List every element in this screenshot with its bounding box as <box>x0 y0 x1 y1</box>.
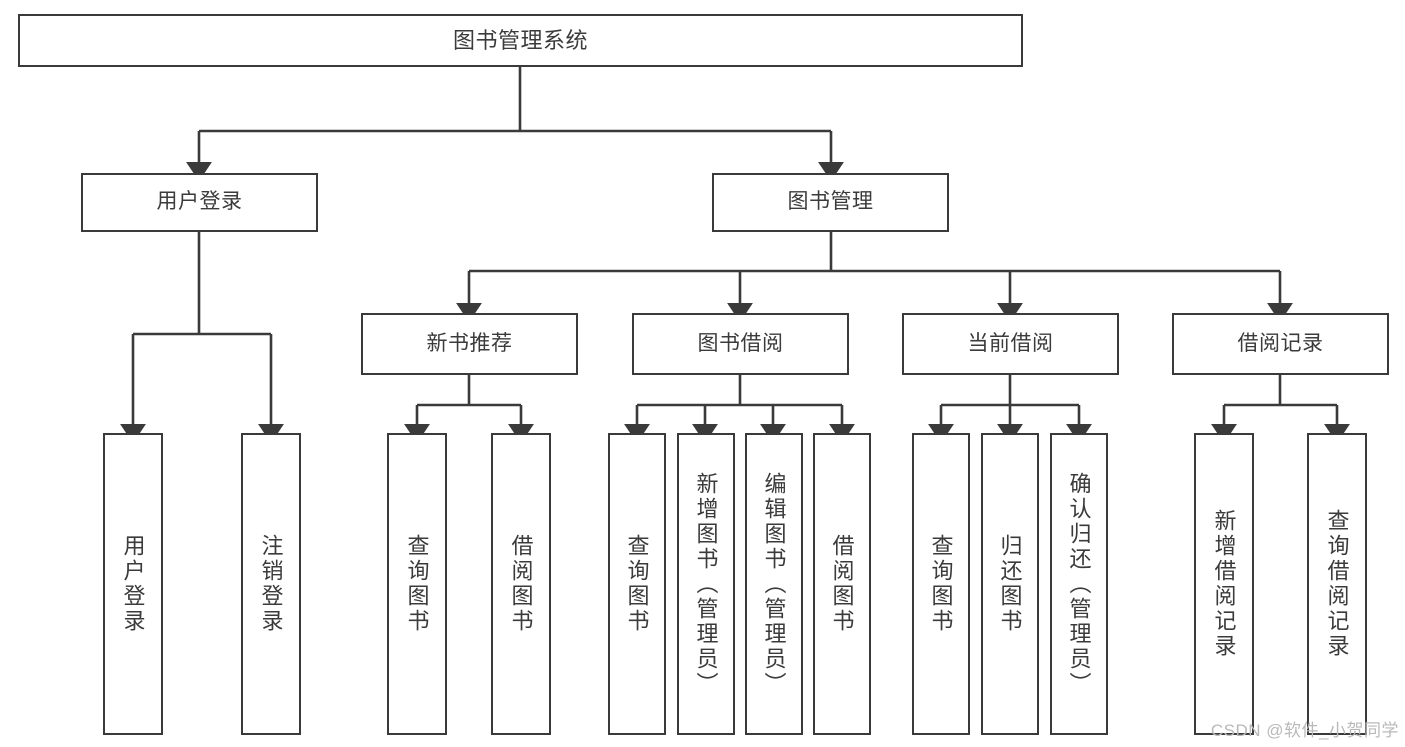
node-leaf-add-book-label: 新增图书（管理员） <box>693 471 719 697</box>
node-leaf-query-record-label: 查询借阅记录 <box>1324 509 1350 659</box>
node-leaf-query-book-2-label: 查询图书 <box>624 534 650 634</box>
node-leaf-edit-book[interactable]: 编辑图书（管理员） <box>745 433 803 735</box>
node-leaf-query-record[interactable]: 查询借阅记录 <box>1307 433 1367 735</box>
node-new-book-recommend[interactable]: 新书推荐 <box>361 313 578 375</box>
node-leaf-query-book-1-label: 查询图书 <box>404 534 430 634</box>
node-user-login-label: 用户登录 <box>156 190 243 214</box>
node-borrow-record-label: 借阅记录 <box>1237 331 1324 355</box>
node-borrow-record[interactable]: 借阅记录 <box>1172 313 1389 375</box>
node-user-login[interactable]: 用户登录 <box>81 173 318 232</box>
node-book-management[interactable]: 图书管理 <box>712 173 949 232</box>
node-leaf-logout[interactable]: 注销登录 <box>241 433 301 735</box>
csdn-watermark: CSDN @软件_小贺同学 <box>1210 721 1399 740</box>
node-current-borrow-label: 当前借阅 <box>967 331 1054 355</box>
node-new-book-recommend-label: 新书推荐 <box>426 331 513 355</box>
node-leaf-edit-book-label: 编辑图书（管理员） <box>761 471 787 697</box>
node-leaf-borrow-book-1-label: 借阅图书 <box>508 534 534 634</box>
node-leaf-query-book-3[interactable]: 查询图书 <box>912 433 970 735</box>
node-leaf-borrow-book-1[interactable]: 借阅图书 <box>491 433 551 735</box>
node-current-borrow[interactable]: 当前借阅 <box>902 313 1119 375</box>
node-book-borrow[interactable]: 图书借阅 <box>632 313 849 375</box>
node-leaf-return-book[interactable]: 归还图书 <box>981 433 1039 735</box>
node-leaf-user-login-label: 用户登录 <box>120 534 146 634</box>
node-book-borrow-label: 图书借阅 <box>697 331 784 355</box>
node-leaf-add-book[interactable]: 新增图书（管理员） <box>677 433 735 735</box>
node-leaf-user-login[interactable]: 用户登录 <box>103 433 163 735</box>
node-leaf-borrow-book-2[interactable]: 借阅图书 <box>813 433 871 735</box>
node-book-management-label: 图书管理 <box>787 190 874 214</box>
node-leaf-query-book-1[interactable]: 查询图书 <box>387 433 447 735</box>
node-leaf-confirm-return[interactable]: 确认归还（管理员） <box>1050 433 1108 735</box>
node-leaf-borrow-book-2-label: 借阅图书 <box>829 534 855 634</box>
node-leaf-add-record[interactable]: 新增借阅记录 <box>1194 433 1254 735</box>
node-leaf-add-record-label: 新增借阅记录 <box>1211 509 1237 659</box>
node-leaf-return-book-label: 归还图书 <box>997 534 1023 634</box>
node-leaf-logout-label: 注销登录 <box>258 534 284 634</box>
node-leaf-query-book-2[interactable]: 查询图书 <box>608 433 666 735</box>
node-leaf-confirm-return-label: 确认归还（管理员） <box>1066 471 1092 697</box>
node-root[interactable]: 图书管理系统 <box>18 14 1023 67</box>
node-root-label: 图书管理系统 <box>452 27 588 53</box>
node-leaf-query-book-3-label: 查询图书 <box>928 534 954 634</box>
